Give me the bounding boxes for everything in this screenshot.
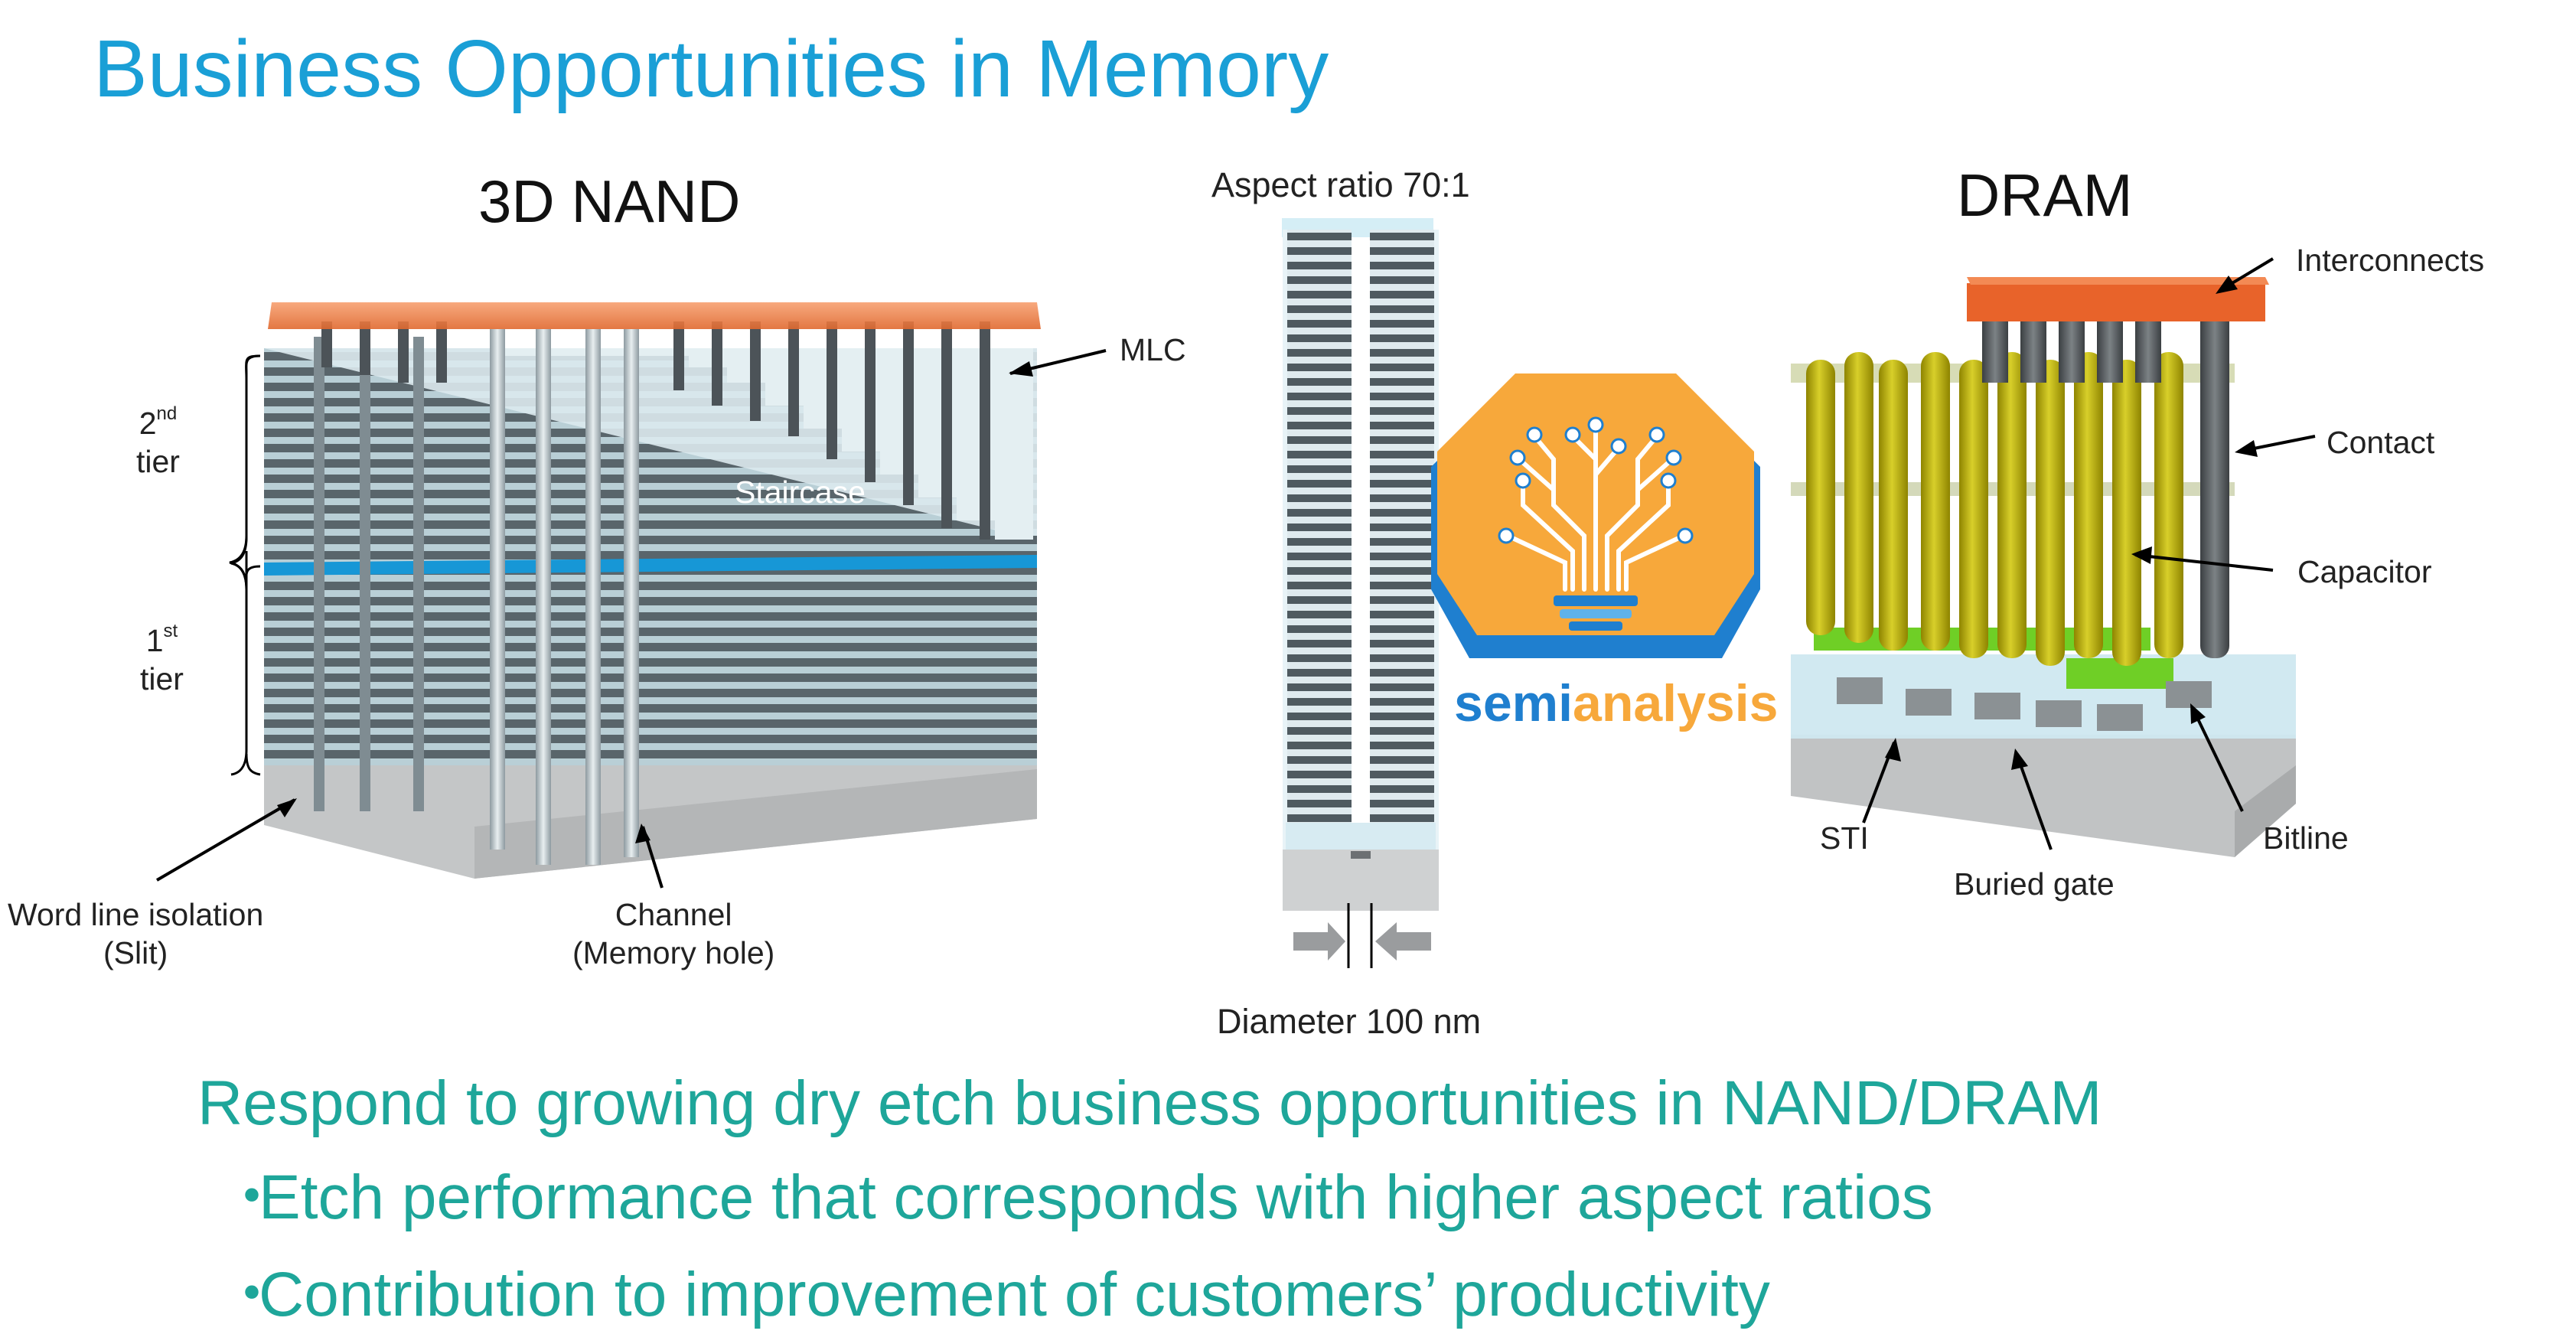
summary-headline: Respond to growing dry etch business opp… [197,1068,2102,1138]
nand-heading: 3D NAND [478,168,741,235]
slide-title: Business Opportunities in Memory [93,24,1329,114]
dram-heading: DRAM [1957,161,2133,229]
capacitor-label: Capacitor [2297,554,2432,589]
bitline-label: Bitline [2263,820,2349,856]
summary-bullet: ・Etch performance that corresponds with … [220,1163,1933,1232]
semianalysis-logo [1431,373,1760,658]
summary-text: Respond to growing dry etch business opp… [197,1068,2102,1334]
aspect-ratio-label: Aspect ratio 70:1 [1211,165,1470,204]
logo-wordmark: semianalysis [1454,674,1779,732]
tier1-label: 1st tier [140,621,184,697]
staircase-label: Staircase [735,475,866,510]
word-line-isolation-label: Word line isolation(Slit) [8,897,264,971]
tier2-label: 2nd tier [136,403,180,480]
mlc-label: MLC [1120,332,1186,367]
summary-bullet: ・Contribution to improvement of customer… [220,1260,1770,1329]
sti-label: STI [1820,820,1869,856]
buried-gate-label: Buried gate [1954,866,2115,902]
interconnects-label: Interconnects [2296,243,2485,278]
diameter-label: Diameter 100 nm [1217,1002,1482,1041]
channel-label: Channel(Memory hole) [572,897,775,971]
contact-label: Contact [2327,425,2435,460]
